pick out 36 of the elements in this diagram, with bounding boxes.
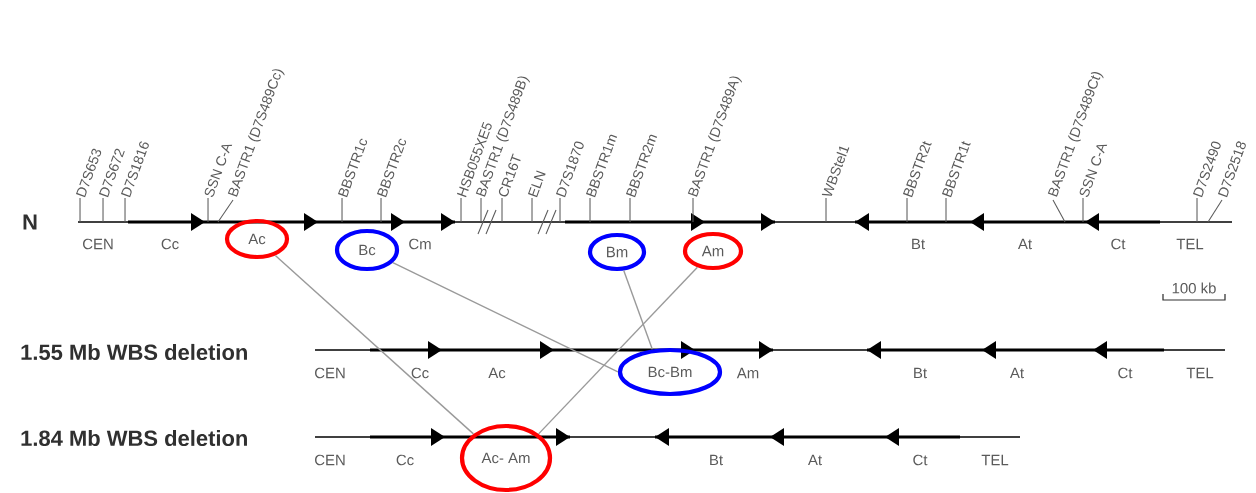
connector-line (537, 266, 699, 435)
circled-label: Ac (224, 218, 290, 260)
segment-label: Cc (396, 454, 414, 466)
segment-label: CEN (315, 367, 345, 379)
circled-label: Bm (587, 232, 647, 272)
circled-label: Am (682, 231, 744, 271)
segment-label: Am (736, 367, 759, 379)
row-label: 1.84 Mb WBS deletion (21, 429, 247, 447)
segment-label: At (1018, 238, 1032, 250)
segment-label: At (808, 454, 822, 466)
segment-label: Cc (411, 367, 429, 379)
row-label: 1.55 Mb WBS deletion (21, 343, 247, 361)
segment-label: Bt (914, 367, 927, 379)
segment-label: CEN (83, 238, 113, 250)
segment-label: TEL (981, 454, 1009, 466)
segment-label: TEL (1186, 367, 1214, 379)
segment-label: At (1010, 367, 1024, 379)
circled-label: Bc (334, 228, 400, 272)
segment-label: Cc (161, 238, 179, 250)
row-label: N (23, 214, 37, 230)
segment-label: Ct (1118, 367, 1133, 379)
segment-label: TEL (1176, 238, 1204, 250)
segment-label: Bt (710, 454, 723, 466)
segment-label: CEN (315, 454, 345, 466)
circled-label: Ac- Am (459, 423, 553, 493)
segment-label: Ac (488, 367, 506, 379)
marker-label: ELN (527, 170, 546, 198)
connector-line (274, 254, 475, 435)
segment-label: Ct (913, 454, 928, 466)
segment-label: Ct (1111, 238, 1126, 250)
scale-label: 100 kb (1172, 282, 1216, 294)
connector-line (623, 269, 653, 351)
connector-line (392, 261, 619, 373)
circled-label: Bc-Bm (617, 347, 723, 397)
segment-label: Bt (912, 238, 925, 250)
marker-label: SSN C-A (1079, 144, 1108, 197)
